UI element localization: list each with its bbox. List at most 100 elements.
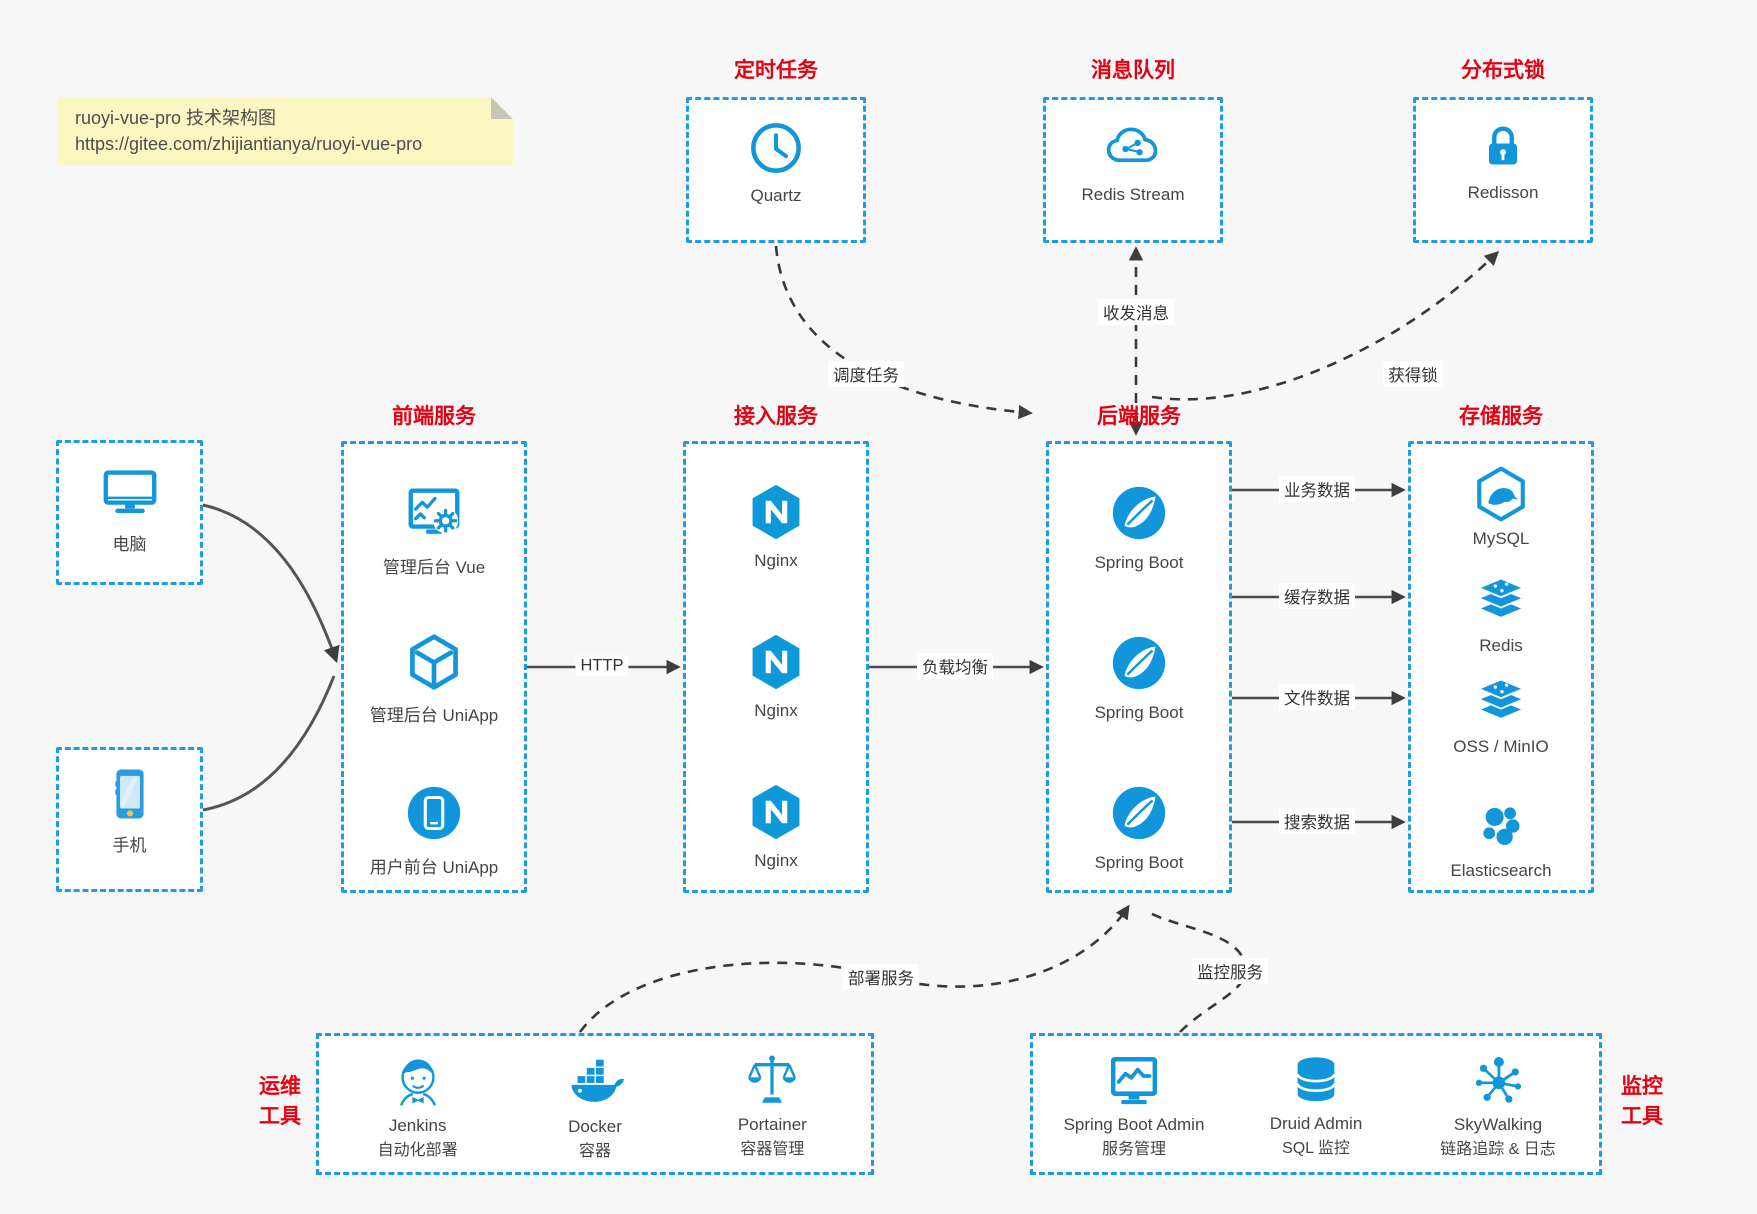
- node-springboot-2: Spring Boot: [1049, 632, 1229, 723]
- tool-desc-docker: 容器: [578, 1142, 611, 1160]
- group-title-message-queue: 消息队列: [1091, 59, 1175, 82]
- box-frontend-services: 管理后台 Vue 管理后台 UniApp 用户前台 UniApp: [341, 441, 527, 893]
- tool-name-druid: Druid Admin: [1269, 1113, 1363, 1133]
- side-label-monitoring-tools: 监控 工具: [1612, 1072, 1672, 1132]
- tool-desc-skywalking: 链路追踪 & 日志: [1440, 1140, 1556, 1158]
- nginx-icon: [752, 784, 800, 840]
- tool-desc-portainer: 容器管理: [740, 1140, 805, 1158]
- node-label-nginx: Nginx: [754, 701, 798, 720]
- node-jenkins: Jenkins 自动化部署: [329, 1051, 506, 1162]
- tool-name-spring-boot-admin: Spring Boot Admin: [1063, 1114, 1205, 1134]
- note-title: ruoyi-vue-pro 技术架构图: [75, 108, 277, 128]
- admin-monitor-gear-icon: [408, 488, 460, 534]
- side-label-monitoring-line1: 监控: [1621, 1075, 1663, 1098]
- spring-icon: [1112, 786, 1166, 840]
- edge-label-business-data: 业务数据: [1279, 476, 1355, 502]
- edge-label-lock: 获得锁: [1383, 361, 1443, 387]
- mysql-icon: [1477, 466, 1525, 522]
- edge-label-monitor: 监控服务: [1192, 958, 1268, 984]
- note-fold-corner: [491, 97, 513, 119]
- group-title-distributed-lock: 分布式锁: [1461, 59, 1545, 82]
- edge-label-schedule: 调度任务: [828, 361, 904, 387]
- node-nginx-3: Nginx: [686, 782, 866, 871]
- group-title-scheduled-tasks: 定时任务: [734, 59, 818, 82]
- sticky-note: ruoyi-vue-pro 技术架构图 https://gitee.com/zh…: [57, 97, 513, 165]
- spring-icon: [1112, 636, 1166, 690]
- tool-desc-jenkins: 自动化部署: [377, 1141, 458, 1159]
- node-label-redis-stream: Redis Stream: [1081, 185, 1185, 204]
- node-label-user-uniapp: 用户前台 UniApp: [369, 858, 499, 877]
- group-title-backend: 后端服务: [1097, 405, 1181, 428]
- node-skywalking: SkyWalking 链路追踪 & 日志: [1407, 1052, 1589, 1161]
- node-label-pc: 电脑: [112, 535, 147, 554]
- tool-name-portainer: Portainer: [737, 1114, 807, 1134]
- tool-name-skywalking: SkyWalking: [1453, 1114, 1543, 1134]
- node-admin-uniapp: 管理后台 UniApp: [344, 632, 524, 726]
- node-label-springboot: Spring Boot: [1094, 853, 1184, 872]
- edge-label-cache-data: 缓存数据: [1279, 583, 1355, 609]
- edge-label-message: 收发消息: [1098, 299, 1174, 325]
- lock-icon: [1489, 126, 1517, 165]
- node-label-phone: 手机: [112, 836, 147, 855]
- node-label-redisson: Redisson: [1467, 183, 1539, 202]
- box-ops-tools: Jenkins 自动化部署 Docker 容器: [316, 1033, 874, 1175]
- edge-label-load-balance: 负载均衡: [917, 653, 993, 679]
- node-elasticsearch: Elasticsearch: [1411, 797, 1591, 881]
- node-label-mysql: MySQL: [1472, 529, 1530, 548]
- side-label-ops-tools: 运维 工具: [250, 1072, 310, 1132]
- portainer-icon: [748, 1054, 797, 1103]
- edge-schedule-task: [774, 245, 1033, 420]
- clock-icon: [751, 123, 801, 173]
- node-label-admin-uniapp: 管理后台 UniApp: [369, 706, 499, 725]
- box-client-phone: 手机: [56, 747, 203, 892]
- node-oss-minio: OSS / MinIO: [1411, 672, 1591, 757]
- edge-get-lock: [1151, 251, 1500, 401]
- tool-name-jenkins: Jenkins: [388, 1115, 447, 1135]
- side-label-ops-line2: 工具: [259, 1105, 301, 1128]
- note-url: https://gitee.com/zhijiantianya/ruoyi-vu…: [75, 134, 423, 154]
- node-label-springboot: Spring Boot: [1094, 553, 1184, 572]
- side-label-ops-line1: 运维: [259, 1075, 301, 1098]
- edge-label-search-data: 搜索数据: [1279, 808, 1355, 834]
- redis-stack-icon: [1477, 577, 1525, 619]
- group-title-frontend: 前端服务: [392, 405, 476, 428]
- nginx-icon: [752, 634, 800, 690]
- node-druid: Druid Admin SQL 监控: [1225, 1053, 1407, 1160]
- edge-label-http: HTTP: [575, 655, 629, 677]
- nginx-icon: [752, 484, 800, 540]
- node-mysql: MySQL: [1411, 465, 1591, 549]
- node-label-oss-minio: OSS / MinIO: [1453, 737, 1549, 756]
- box-distributed-lock: Redisson: [1413, 97, 1593, 243]
- redis-stack-icon: [1477, 678, 1525, 720]
- node-portainer: Portainer 容器管理: [684, 1052, 861, 1161]
- jenkins-icon: [399, 1058, 436, 1106]
- box-client-pc: 电脑: [56, 440, 203, 585]
- tool-name-docker: Docker: [568, 1116, 622, 1136]
- node-label-nginx: Nginx: [754, 851, 798, 870]
- spring-boot-admin-icon: [1110, 1056, 1158, 1104]
- elasticsearch-icon: [1483, 807, 1520, 846]
- node-springboot-3: Spring Boot: [1049, 782, 1229, 873]
- node-label-admin-vue: 管理后台 Vue: [382, 558, 486, 577]
- docker-icon: [571, 1059, 625, 1102]
- box-backend-services: Spring Boot Spring Boot Spring Boot: [1046, 441, 1232, 893]
- node-nginx-1: Nginx: [686, 482, 866, 571]
- box-scheduled-tasks: Quartz: [686, 97, 866, 243]
- edge-pc-to-frontend: [202, 503, 340, 664]
- tool-desc-spring-boot-admin: 服务管理: [1101, 1140, 1166, 1158]
- smartphone-icon: [114, 769, 144, 819]
- node-admin-vue: 管理后台 Vue: [344, 482, 524, 578]
- cloud-network-icon: [1106, 127, 1158, 163]
- node-label-springboot: Spring Boot: [1094, 703, 1184, 722]
- node-nginx-2: Nginx: [686, 632, 866, 721]
- node-label-redis: Redis: [1479, 636, 1523, 655]
- phone-circle-icon: [407, 786, 461, 840]
- node-redis: Redis: [1411, 571, 1591, 656]
- box-access-services: Nginx Nginx Nginx: [683, 441, 869, 893]
- box-monitoring-tools: Spring Boot Admin 服务管理 Druid Admin SQL 监…: [1030, 1033, 1602, 1175]
- node-springboot-1: Spring Boot: [1049, 482, 1229, 573]
- spring-icon: [1112, 486, 1166, 540]
- node-user-uniapp: 用户前台 UniApp: [344, 782, 524, 878]
- edge-label-file-data: 文件数据: [1279, 684, 1355, 710]
- tool-desc-druid: SQL 监控: [1282, 1139, 1350, 1157]
